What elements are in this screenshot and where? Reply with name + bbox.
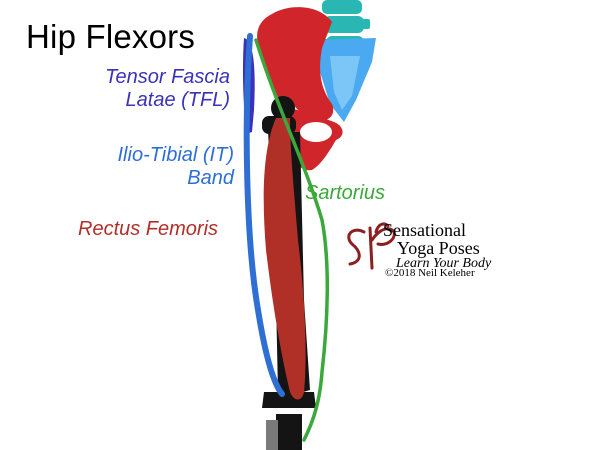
tibia — [276, 414, 302, 450]
it-band-label-line2: Band — [187, 167, 234, 189]
logo-name-line2: Yoga Poses — [397, 238, 480, 258]
it-band — [243, 33, 285, 397]
logo-tagline: Learn Your Body — [396, 256, 492, 271]
logo-mark — [347, 222, 396, 270]
rectus-femoris-label: Rectus Femoris — [78, 218, 219, 240]
rectus-femoris-muscle — [263, 118, 306, 400]
tfl-label: Tensor Fascia Latae (TFL) — [105, 66, 230, 112]
tfl-label-line2: Latae (TFL) — [125, 89, 230, 111]
sartorius-label: Sartorius — [305, 182, 386, 204]
it-band-label-line1: Ilio-Tibial (IT) — [117, 144, 235, 166]
page-title: Hip Flexors — [26, 18, 196, 55]
logo-copyright: ©2018 Neil Keleher — [385, 267, 475, 279]
tfl-label-line1: Tensor Fascia — [105, 66, 230, 88]
logo-name-line1: Sensational — [383, 220, 466, 240]
fibula — [266, 420, 278, 450]
pelvis-bone — [257, 7, 334, 121]
sartorius-muscle — [254, 38, 330, 442]
it-band-label: Ilio-Tibial (IT) Band — [118, 144, 235, 190]
